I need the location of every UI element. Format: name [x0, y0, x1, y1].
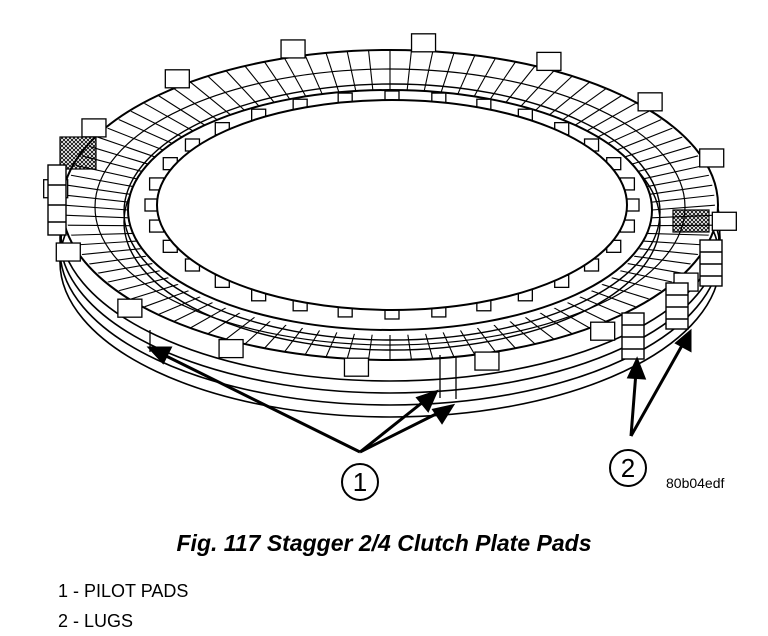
- outer-lug: [281, 40, 305, 58]
- callout-2: 2: [610, 450, 646, 486]
- hatched-pad: [673, 210, 709, 232]
- figure-caption: Fig. 117 Stagger 2/4 Clutch Plate Pads: [0, 530, 768, 557]
- image-code: 80b04edf: [666, 475, 725, 491]
- outer-lug: [56, 243, 80, 261]
- hatched-pad: [60, 137, 96, 169]
- plate-center-opening: [157, 100, 627, 310]
- legend-item-lugs: 2 - LUGS: [58, 606, 188, 636]
- outer-lug: [165, 70, 189, 88]
- outer-lug: [344, 358, 368, 376]
- legend-list: 1 - PILOT PADS 2 - LUGS: [58, 576, 188, 636]
- legend-item-pilot-pads: 1 - PILOT PADS: [58, 576, 188, 606]
- outer-lug: [118, 299, 142, 317]
- outer-lug: [700, 149, 724, 167]
- outer-lug: [537, 52, 561, 70]
- outer-lug: [712, 212, 736, 230]
- callout-1: 1: [342, 464, 378, 500]
- outer-lug: [475, 352, 499, 370]
- outer-lug: [638, 93, 662, 111]
- outer-lug: [82, 119, 106, 137]
- svg-text:2: 2: [621, 453, 635, 483]
- svg-text:1: 1: [353, 467, 367, 497]
- clutch-plate-diagram: 1 2 80b04edf: [0, 0, 768, 520]
- outer-lug: [219, 340, 243, 358]
- outer-lug: [412, 34, 436, 52]
- outer-lug: [591, 322, 615, 340]
